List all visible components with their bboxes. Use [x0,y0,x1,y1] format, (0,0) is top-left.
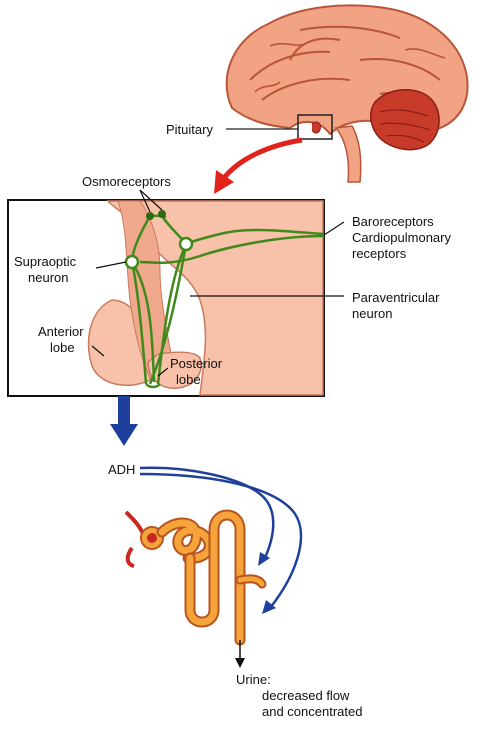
cerebellum [371,90,439,150]
osmoreceptor-dot-1 [146,212,154,220]
red-arrow [214,140,302,194]
brainstem [336,126,361,182]
paraventricular-cell [180,238,192,250]
label-urine-3: and concentrated [262,704,362,719]
nephron [126,512,262,640]
label-osmoreceptors: Osmoreceptors [82,174,171,189]
brain-illustration [226,5,468,182]
label-baroreceptors-2: Cardiopulmonary [352,230,451,245]
label-posterior-1: Posterior [170,356,222,371]
label-anterior-1: Anterior [38,324,84,339]
osmoreceptor-dot-2 [158,210,166,218]
label-anterior-2: lobe [50,340,75,355]
label-supraoptic-2: neuron [28,270,68,285]
adh-arrowhead-1 [258,552,270,566]
label-adh: ADH [108,462,135,477]
supraoptic-cell [126,256,138,268]
label-pituitary: Pituitary [166,122,213,137]
label-paraventricular-1: Paraventricular [352,290,439,305]
label-supraoptic-1: Supraoptic [14,254,76,269]
label-urine-2: decreased flow [262,688,349,703]
label-baroreceptors-3: receptors [352,246,406,261]
label-baroreceptors-1: Baroreceptors [352,214,434,229]
adh-action-arrows [140,468,301,608]
label-posterior-2: lobe [176,372,201,387]
label-paraventricular-2: neuron [352,306,392,321]
blue-arrow-down [110,396,138,446]
label-urine-1: Urine: [236,672,271,687]
